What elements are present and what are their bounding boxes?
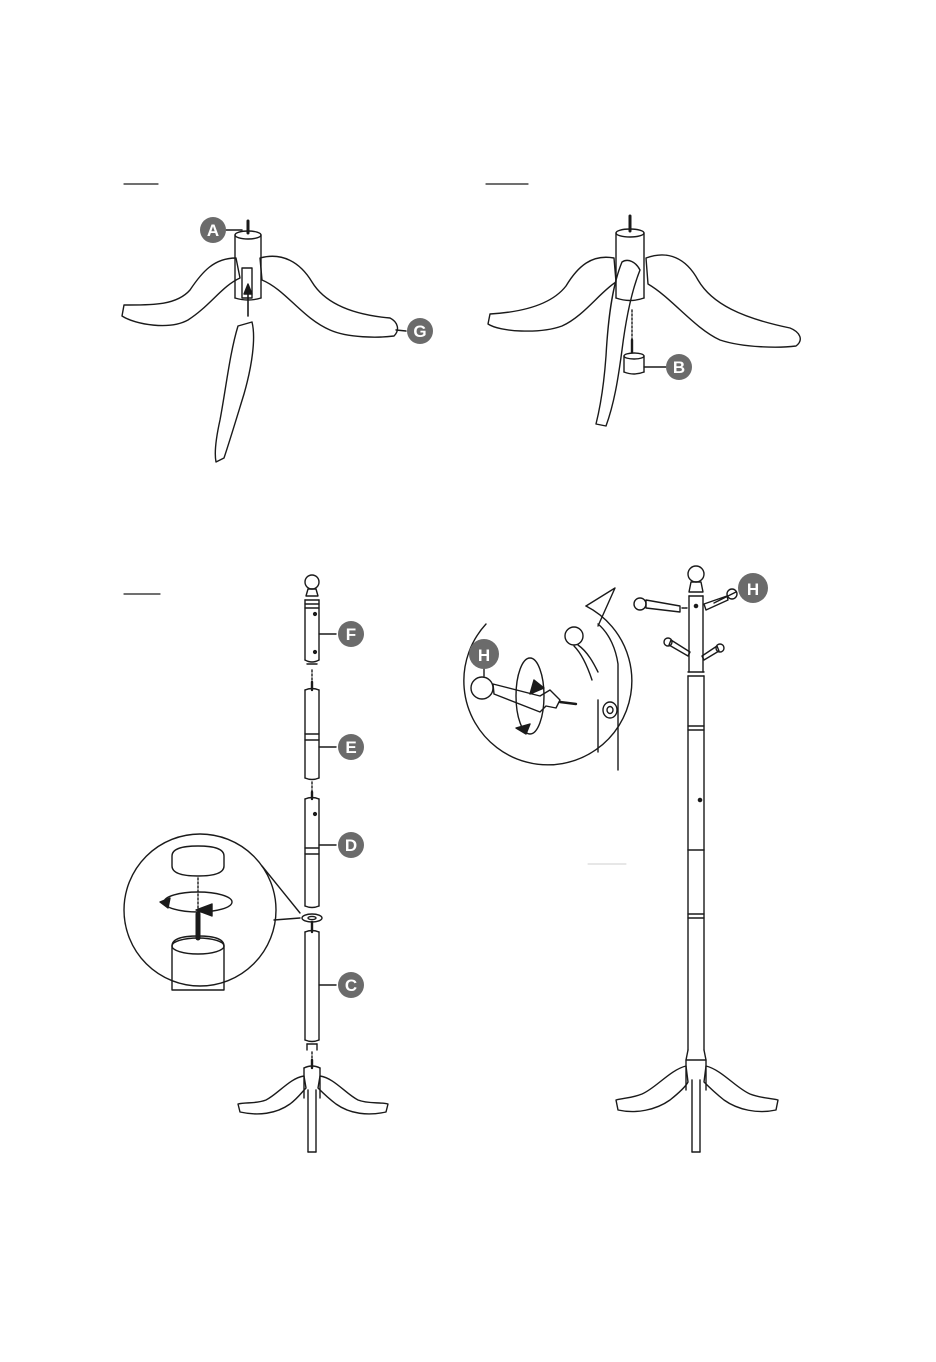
part-label-d-text: D	[345, 836, 357, 855]
step-1-left-leg	[122, 258, 240, 326]
part-label-c-text: C	[345, 976, 357, 995]
step-3-panel: F E	[124, 575, 388, 1152]
part-label-f-text: F	[346, 625, 356, 644]
step-3-base	[238, 1060, 388, 1152]
pole-part-c	[305, 922, 319, 1050]
part-label-h-detail-text: H	[478, 646, 490, 665]
pole-part-d	[305, 792, 319, 908]
part-label-e: E	[338, 734, 364, 760]
step-1-front-leg	[215, 322, 253, 462]
step-2-cap-b	[624, 353, 644, 374]
part-label-b-text: B	[673, 358, 685, 377]
step-2-hub	[616, 216, 644, 301]
part-label-h-assembly: H	[738, 573, 768, 603]
step-2-right-leg	[646, 255, 800, 347]
hook-detail-callout	[464, 588, 632, 770]
part-label-d: D	[338, 832, 364, 858]
part-label-h-assembly-text: H	[747, 580, 759, 599]
part-label-a-text: A	[207, 221, 219, 240]
part-label-g: G	[407, 318, 433, 344]
part-label-f: F	[338, 621, 364, 647]
part-label-a: A	[200, 217, 226, 243]
hook-left-lower	[664, 638, 690, 656]
part-label-g-text: G	[413, 322, 426, 341]
hook-right-lower	[702, 644, 724, 660]
step-1-panel: A G	[122, 184, 433, 462]
pole-part-e	[305, 682, 319, 780]
assembled-stand	[616, 566, 778, 1152]
part-label-b: B	[666, 354, 692, 380]
step-4-panel: H H	[464, 566, 778, 1152]
step-1-right-leg	[260, 256, 397, 337]
step-2-left-leg	[488, 257, 616, 331]
pole-part-f	[305, 575, 319, 664]
washer-detail-callout	[124, 834, 300, 990]
step-2-panel: B	[486, 184, 800, 426]
part-label-e-text: E	[345, 738, 356, 757]
step-2-front-leg	[596, 260, 640, 426]
part-label-h-detail: H	[469, 639, 499, 669]
part-label-c: C	[338, 972, 364, 998]
hook-left-upper	[634, 598, 688, 612]
